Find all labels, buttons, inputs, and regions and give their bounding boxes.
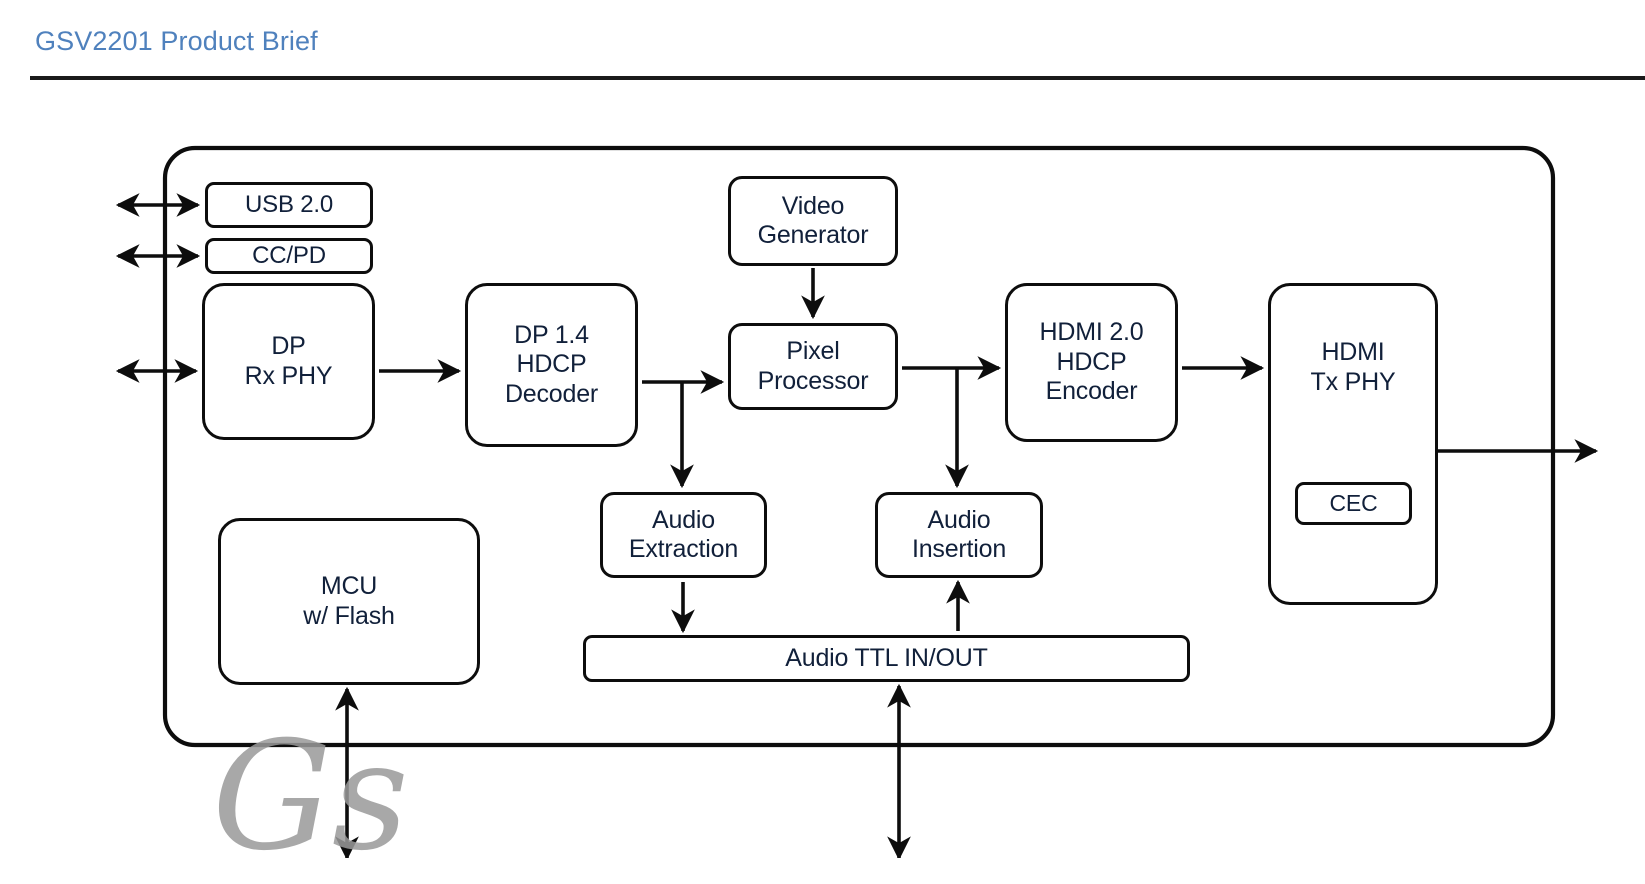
block-audio-ttl-in-out[interactable]: Audio TTL IN/OUT (583, 635, 1190, 682)
block-cc-pd-label: CC/PD (252, 241, 326, 269)
block-usb-2-0[interactable]: USB 2.0 (205, 182, 373, 228)
block-usb-2-0-label: USB 2.0 (245, 190, 333, 218)
header-divider (30, 76, 1645, 80)
block-cec-label: CEC (1329, 489, 1378, 516)
page-title: GSV2201 Product Brief (35, 26, 318, 56)
diagram-connectors (115, 145, 1599, 858)
block-audio-ttl-in-out-label: Audio TTL IN/OUT (785, 643, 988, 672)
block-cc-pd[interactable]: CC/PD (205, 238, 373, 274)
block-cec[interactable]: CEC (1295, 482, 1412, 525)
